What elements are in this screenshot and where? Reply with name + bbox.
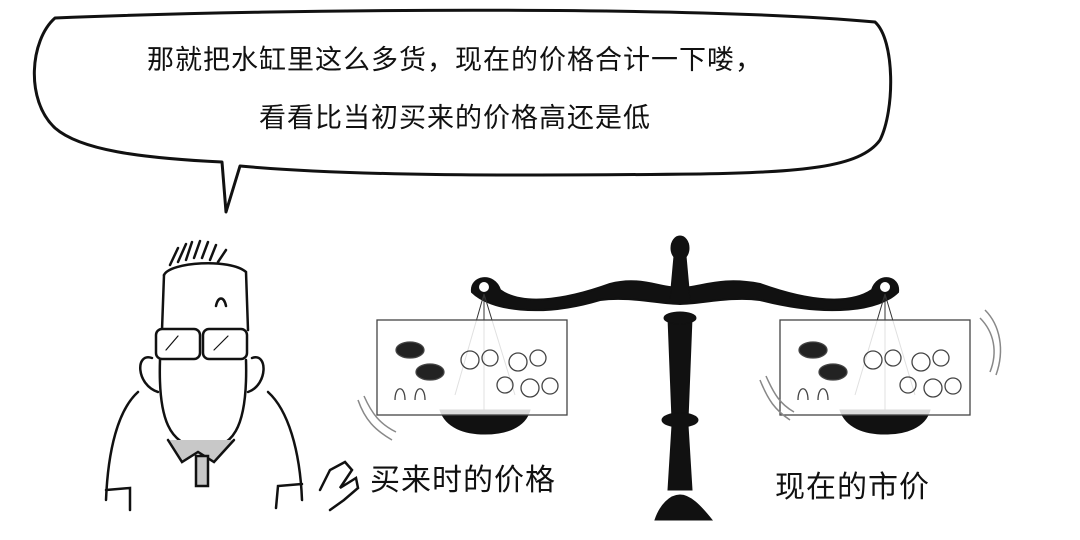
- right-fish-tank-icon: [779, 319, 971, 416]
- left-fish-tank-icon: [376, 319, 568, 416]
- motion-lines-icon: [357, 309, 1002, 441]
- speech-bubble: [32, 8, 893, 214]
- speech-bubble-line-2: 看看比当初买来的价格高还是低: [259, 103, 651, 134]
- left-pan-label: 买来时的价格: [370, 463, 556, 498]
- right-pan-label: 现在的市价: [775, 470, 930, 505]
- character-man-icon: [104, 239, 360, 512]
- speech-bubble-line-1: 那就把水缸里这么多货，现在的价格合计一下喽，: [147, 45, 763, 76]
